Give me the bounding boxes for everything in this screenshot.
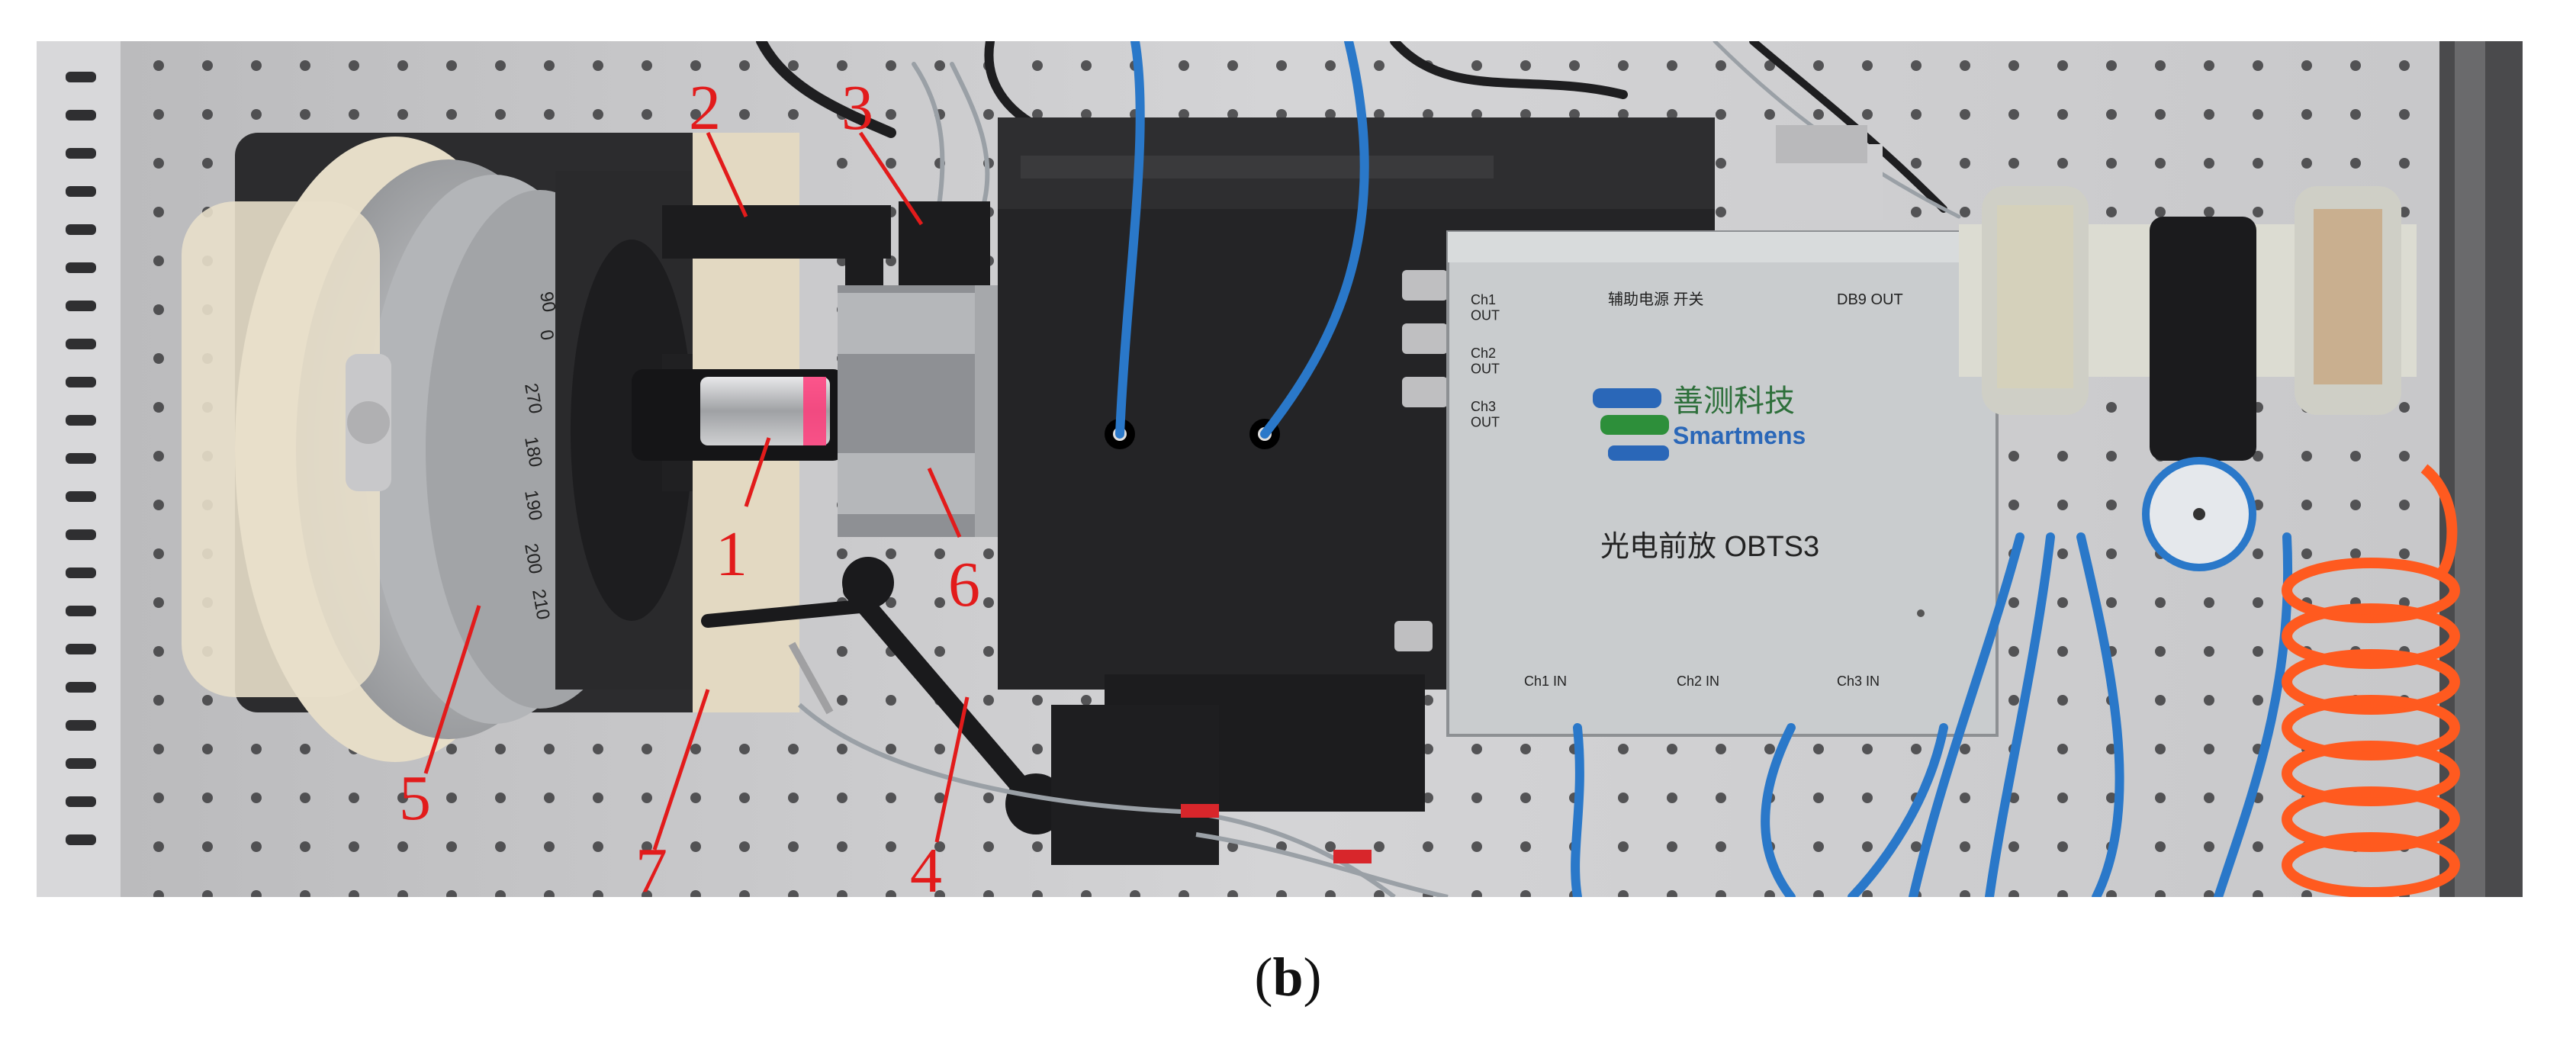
left-slotted-rail — [37, 41, 121, 897]
annotation-numbers: 1 2 3 4 5 6 7 — [399, 72, 980, 897]
magnetic-stand — [701, 557, 1219, 865]
svg-text:90: 90 — [535, 290, 559, 314]
air-filter-regulator — [1959, 186, 2417, 571]
rotary-stage — [182, 133, 799, 762]
annotation-leaders — [423, 131, 970, 850]
logo-cn: 善测科技 — [1673, 384, 1795, 418]
experiment-photo: 90 0 270 180 190 200 210 — [37, 41, 2523, 897]
photoelectric-preamp — [1446, 230, 1999, 737]
smartmens-logo-icon — [1593, 388, 1669, 461]
label-3: 3 — [841, 72, 873, 143]
model-label: 光电前放 OBTS3 — [1600, 531, 1819, 563]
svg-text:0: 0 — [535, 328, 558, 342]
aux-power-label: 辅助电源 开关 — [1608, 291, 1704, 308]
label-4: 4 — [910, 835, 942, 897]
label-5: 5 — [399, 763, 431, 834]
label-7: 7 — [635, 835, 667, 897]
label-6: 6 — [948, 549, 980, 620]
orange-air-coil — [2282, 464, 2460, 897]
figure-caption: (b) — [1254, 947, 1322, 1008]
ch2-in-label: Ch2 IN — [1677, 674, 1719, 689]
logo-en: Smartmens — [1673, 422, 1806, 449]
label-1: 1 — [716, 519, 748, 590]
fiber-connectors — [1394, 270, 1448, 651]
db9-out-label: DB9 OUT — [1837, 291, 1903, 308]
caption-label: b — [1272, 947, 1304, 1008]
red-cable-markers — [1181, 804, 1372, 863]
test-shaft — [632, 369, 845, 461]
ch3-in-label: Ch3 IN — [1837, 674, 1880, 689]
ch1-in-label: Ch1 IN — [1524, 674, 1567, 689]
label-2: 2 — [689, 72, 721, 143]
